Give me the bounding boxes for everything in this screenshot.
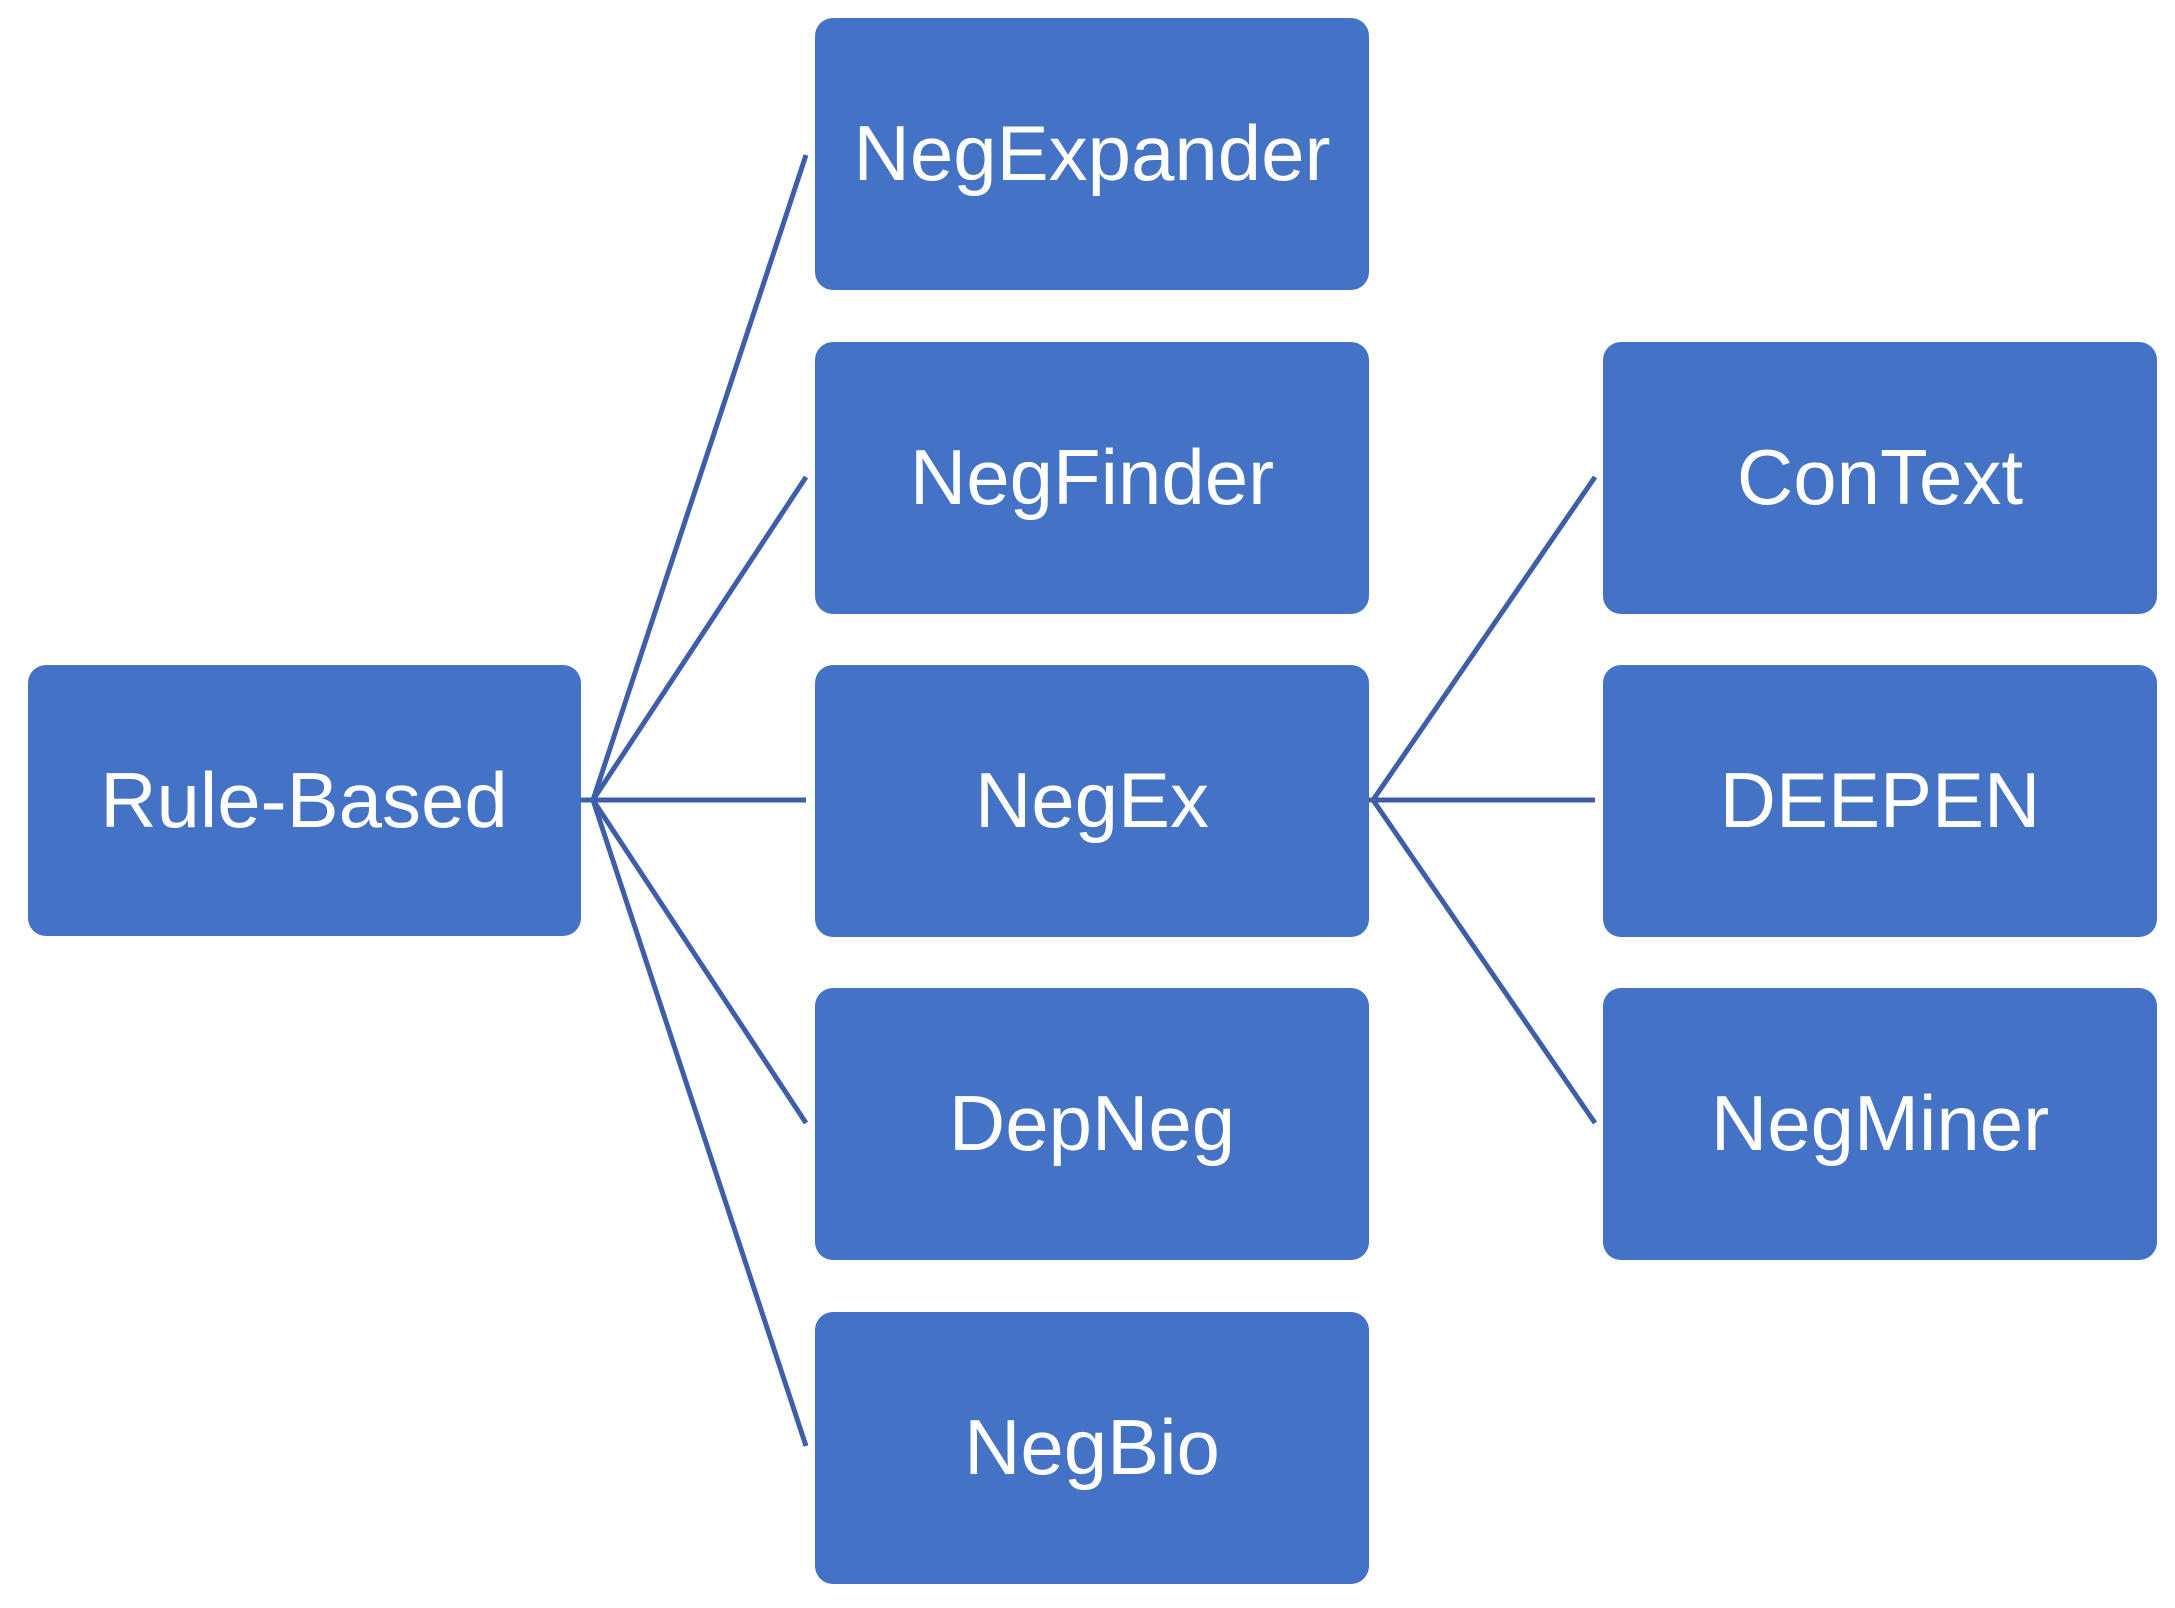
node-rule-based-label: Rule-Based <box>100 756 508 844</box>
connector-negex-negminer <box>1368 797 1598 1125</box>
connectors-negex <box>1368 475 1598 1125</box>
node-negminer: NegMiner <box>1603 988 2157 1260</box>
node-negfinder: NegFinder <box>815 342 1369 614</box>
node-depneg-label: DepNeg <box>949 1079 1235 1167</box>
node-negbio-label: NegBio <box>964 1403 1220 1491</box>
node-context: ConText <box>1603 342 2157 614</box>
node-negfinder-label: NegFinder <box>910 433 1274 521</box>
node-negex: NegEx <box>815 665 1369 937</box>
connector-negex-context <box>1368 475 1598 803</box>
connectors-root <box>580 154 809 1447</box>
node-negbio: NegBio <box>815 1312 1369 1584</box>
connector-rule-based-negbio <box>580 797 809 1447</box>
connector-rule-based-depneg <box>580 797 809 1125</box>
node-depneg: DepNeg <box>815 988 1369 1260</box>
node-negexpander-label: NegExpander <box>854 109 1331 197</box>
node-rule-based: Rule-Based <box>28 665 581 936</box>
node-deepen: DEEPEN <box>1603 665 2157 937</box>
node-negminer-label: NegMiner <box>1711 1079 2049 1167</box>
connector-rule-based-negfinder <box>580 475 809 803</box>
node-context-label: ConText <box>1737 433 2023 521</box>
connector-rule-based-negexpander <box>580 154 809 803</box>
node-negexpander: NegExpander <box>815 18 1369 290</box>
node-deepen-label: DEEPEN <box>1720 756 2041 844</box>
node-negex-label: NegEx <box>975 756 1209 844</box>
